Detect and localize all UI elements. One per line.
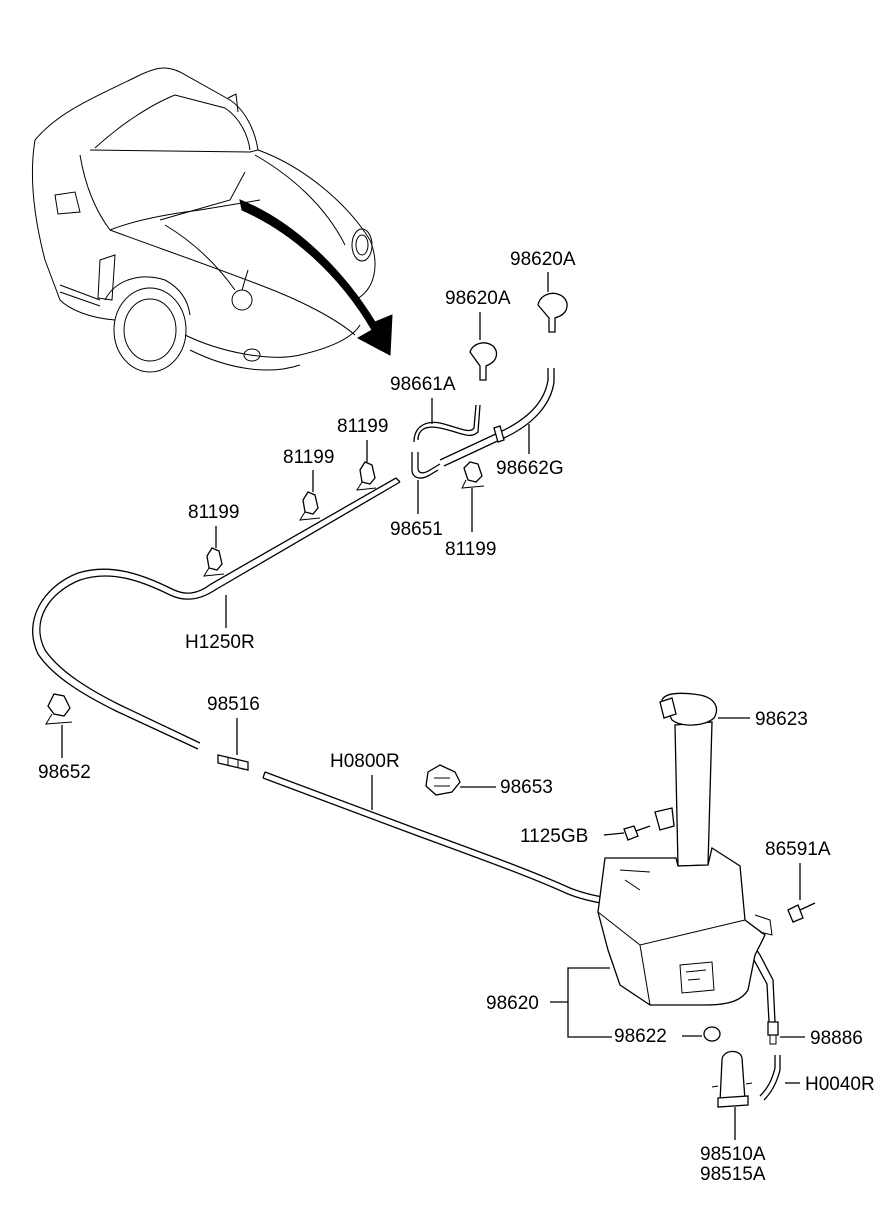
clip-81199-a bbox=[356, 461, 377, 491]
label-hose-98662g: 98662G bbox=[496, 458, 564, 479]
label-bolt-1125gb: 1125GB bbox=[520, 826, 588, 847]
hose-h0040r bbox=[759, 1055, 781, 1101]
label-clip-b: 81199 bbox=[283, 447, 334, 468]
label-bolt-86591a: 86591A bbox=[765, 839, 831, 860]
grommet-98622 bbox=[703, 1026, 721, 1042]
label-pump-98510a: 98510A bbox=[700, 1144, 766, 1165]
label-clip-a: 81199 bbox=[337, 416, 388, 437]
car-illustration bbox=[31, 67, 393, 373]
valve-98886 bbox=[767, 1021, 779, 1045]
hose-98662g bbox=[439, 368, 555, 467]
connector-98651 bbox=[411, 452, 441, 479]
bolt-86591a bbox=[787, 902, 816, 923]
label-clip-c: 81199 bbox=[188, 502, 239, 523]
label-clip-98653: 98653 bbox=[500, 777, 553, 798]
label-nozzle-right: 98620A bbox=[510, 249, 576, 270]
nozzle-left bbox=[469, 342, 498, 381]
bolt-1125gb bbox=[623, 825, 651, 841]
label-hose-h1250r: H1250R bbox=[185, 632, 255, 653]
clip-81199-d bbox=[461, 461, 485, 489]
washer-pump bbox=[711, 1050, 753, 1108]
label-reservoir-98620: 98620 bbox=[486, 993, 539, 1014]
label-nozzle-left: 98620A bbox=[445, 288, 511, 309]
label-connector-98651: 98651 bbox=[390, 519, 443, 540]
label-pump-98515a: 98515A bbox=[700, 1164, 766, 1185]
label-hose-h0800r: H0800R bbox=[330, 751, 400, 772]
clip-81199-b bbox=[299, 491, 321, 521]
label-clip-98652: 98652 bbox=[38, 762, 91, 783]
reservoir-98620 bbox=[597, 692, 773, 1006]
nozzle-right bbox=[537, 292, 568, 333]
label-hose-h0040r: H0040R bbox=[805, 1074, 875, 1095]
clip-98653 bbox=[425, 764, 461, 796]
label-grommet-98622: 98622 bbox=[614, 1026, 667, 1047]
label-connector-98516: 98516 bbox=[207, 694, 260, 715]
hose-h1250r bbox=[32, 477, 401, 750]
clip-98652 bbox=[45, 693, 73, 725]
hose-98661a bbox=[413, 404, 481, 443]
clip-81199-c bbox=[203, 547, 225, 577]
label-clip-d: 81199 bbox=[445, 539, 496, 560]
label-valve-98886: 98886 bbox=[810, 1028, 863, 1049]
label-cap-98623: 98623 bbox=[755, 709, 808, 730]
label-hose-98661a: 98661A bbox=[390, 374, 456, 395]
connector-98516 bbox=[217, 754, 249, 771]
